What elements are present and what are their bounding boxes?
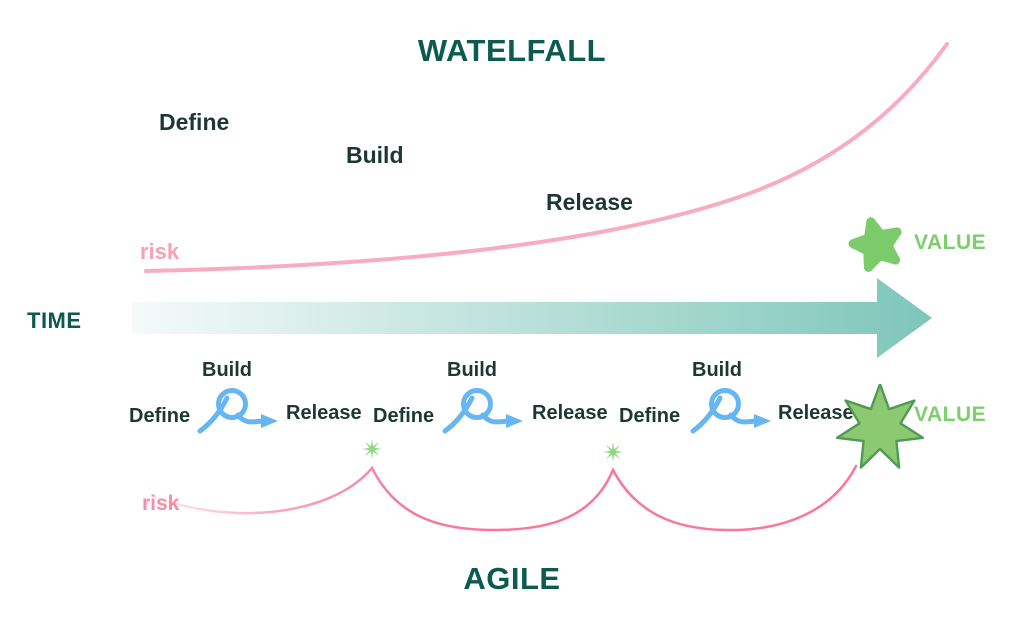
- agile-risk-label: risk: [142, 492, 180, 515]
- agile-cycle1-release: Release: [286, 402, 362, 424]
- loop-arrow-icon: [690, 388, 771, 434]
- agile-value-label: VALUE: [914, 403, 987, 426]
- agile-cycle3-release: Release: [778, 402, 854, 424]
- agile-cycle1-define: Define: [129, 405, 191, 427]
- right-arrow-icon: [132, 278, 932, 358]
- sparkle-icon: [603, 442, 623, 462]
- agile-cycle2-release: Release: [532, 402, 608, 424]
- starburst-icon: [836, 384, 924, 469]
- loop-arrow-icon: [442, 388, 523, 434]
- waterfall-title: WATELFALL: [417, 33, 607, 68]
- waterfall-phase-define: Define: [159, 109, 230, 135]
- star-icon: [848, 217, 902, 272]
- time-label: TIME: [27, 308, 82, 333]
- waterfall-risk-label: risk: [140, 239, 180, 264]
- waterfall-value-label: VALUE: [914, 231, 987, 254]
- waterfall-phase-build: Build: [346, 142, 404, 168]
- agile-title: AGILE: [463, 561, 561, 596]
- agile-cycle2-build: Build: [447, 359, 497, 381]
- waterfall-risk-curve: [144, 42, 949, 273]
- agile-cycle1-build: Build: [202, 359, 252, 381]
- agile-risk-curve: [151, 464, 858, 532]
- agile-cycle2-define: Define: [373, 405, 435, 427]
- agile-cycle3-define: Define: [619, 405, 681, 427]
- agile-cycle3-build: Build: [692, 359, 742, 381]
- loop-arrow-icon: [197, 388, 278, 434]
- waterfall-phase-release: Release: [546, 189, 633, 215]
- sparkle-icon: [362, 439, 382, 459]
